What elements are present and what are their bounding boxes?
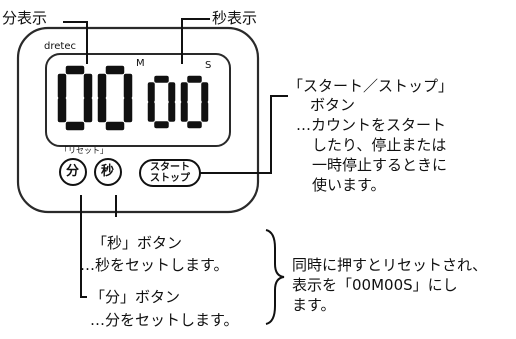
seven-segment-display bbox=[57, 65, 209, 131]
second-display-leader bbox=[181, 18, 210, 64]
segment-c bbox=[201, 101, 209, 122]
second-button-callout-title: 「秒」ボタン bbox=[92, 234, 183, 252]
segment-e bbox=[147, 101, 155, 122]
segment-c bbox=[83, 97, 93, 123]
segment-f bbox=[147, 82, 155, 103]
minute-unit-label: M bbox=[136, 58, 145, 69]
leader-lines bbox=[63, 18, 288, 325]
segment-b bbox=[201, 82, 209, 103]
segment-f bbox=[180, 82, 188, 103]
segment-a bbox=[187, 75, 202, 83]
segment-a bbox=[105, 65, 125, 75]
second-button-label[interactable]: 秒 bbox=[101, 164, 115, 179]
segment-e bbox=[57, 97, 67, 123]
start-stop-label-line1[interactable]: スタート bbox=[150, 162, 190, 173]
minute-button-label[interactable]: 分 bbox=[66, 164, 80, 179]
segment-b bbox=[83, 73, 93, 99]
segment-f bbox=[97, 73, 107, 99]
start-stop-callout-title: 「スタート／ストップ」 bbox=[288, 77, 454, 95]
segment-d bbox=[154, 121, 169, 129]
segment-f bbox=[57, 73, 67, 99]
second-unit-label: S bbox=[205, 60, 212, 71]
minute-display-label: 分表示 bbox=[2, 9, 48, 27]
segment-c bbox=[168, 101, 176, 122]
segment-a bbox=[154, 75, 169, 83]
segment-d bbox=[65, 121, 85, 131]
start-stop-leader bbox=[200, 95, 288, 174]
reset-callout-line: 表示を「00M00S」にし bbox=[292, 276, 458, 294]
start-stop-line: …カウントをスタート bbox=[296, 116, 447, 134]
minute-button-callout-desc: …分をセットします。 bbox=[90, 311, 239, 329]
start-stop-callout-body: ボタン …カウントをスタート したり、停止または 一時停止するときに 使います。 bbox=[296, 97, 447, 194]
segment-d bbox=[187, 121, 202, 129]
start-stop-line: したり、停止または bbox=[312, 136, 447, 154]
start-stop-label-line2[interactable]: ストップ bbox=[150, 173, 190, 184]
start-stop-line: ボタン bbox=[310, 96, 356, 114]
start-stop-line: 使います。 bbox=[312, 176, 386, 194]
second-button-callout-desc: …秒をセットします。 bbox=[80, 256, 229, 274]
minute-button-leader bbox=[80, 195, 87, 298]
second-display-label: 秒表示 bbox=[212, 9, 258, 27]
segment-b bbox=[168, 82, 176, 103]
segment-e bbox=[180, 101, 188, 122]
reset-label: 「リセット」 bbox=[60, 146, 108, 155]
minute-button[interactable] bbox=[59, 158, 87, 186]
segment-c bbox=[123, 97, 133, 123]
minute-button-callout-title: 「分」ボタン bbox=[90, 288, 181, 306]
segment-e bbox=[97, 97, 107, 123]
group-brace bbox=[265, 229, 285, 325]
segment-b bbox=[123, 73, 133, 99]
minute-display-leader bbox=[63, 21, 88, 64]
brand-logo: dretec bbox=[44, 41, 76, 52]
segment-a bbox=[65, 65, 85, 75]
reset-callout-line: ます。 bbox=[292, 296, 336, 314]
segment-d bbox=[105, 121, 125, 131]
second-button[interactable] bbox=[94, 158, 122, 186]
start-stop-line: 一時停止するときに bbox=[312, 156, 448, 174]
reset-callout-line: 同時に押すとリセットされ、 bbox=[292, 256, 488, 274]
